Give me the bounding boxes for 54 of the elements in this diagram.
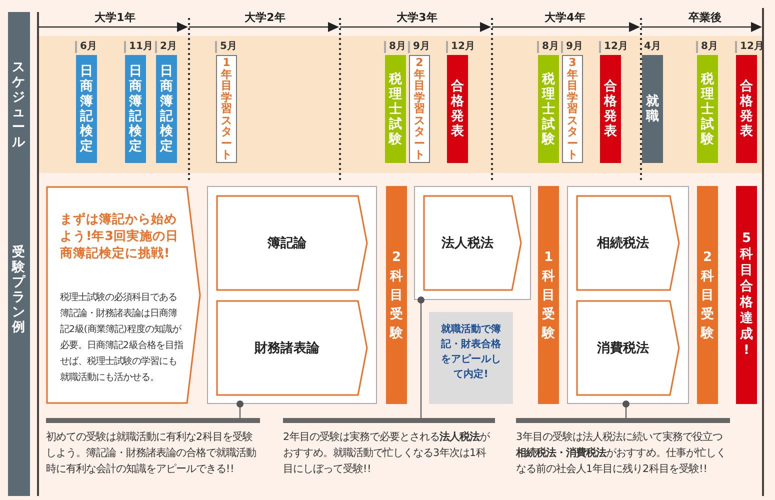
month-label: 12月 — [599, 41, 628, 53]
month-label: 4月 — [643, 41, 661, 53]
exam-box: 日商簿記検定 — [76, 55, 97, 163]
body-text: 税理士試験の必須科目である簿記論・財務諸表論は日商簿記2級(商業簿記)程度の知識が必要。日商簿記2級合格を目指せば、税理士試験の学習にも就職活動にも活かせる。 — [60, 291, 184, 385]
subject-panel — [567, 186, 689, 404]
heading-text: まずは簿記から始めよう!年3回実施の日商簿記検定に挑戦! — [60, 210, 180, 261]
study-start-box: 2年目学習スタート — [409, 55, 430, 163]
leader-line — [418, 296, 424, 418]
note-box: 就職活動で簿記・財表合格をアピールして内定! — [429, 312, 513, 404]
exam-box: 税理士試験 — [385, 55, 406, 163]
result-box: 合格発表 — [736, 55, 757, 163]
exam-box: 日商簿記検定 — [156, 55, 177, 163]
exam-box: 税理士試験 — [697, 55, 718, 163]
exam-box: 税理士試験 — [538, 55, 559, 163]
subject-label: 相続税法 — [596, 235, 650, 252]
result-box: 合格発表 — [600, 55, 621, 163]
note-text: 3年目の受験は法人税法に続いて実務で役立つ相続税法・消費税法がおすすめ。仕事が忙しくなる前の社会人1年目に残り2科目を受験!! — [516, 418, 730, 494]
subject-panel — [207, 186, 377, 404]
job-box: 就職 — [642, 55, 663, 163]
exam-box: 日商簿記検定 — [125, 55, 146, 163]
month-label: 9月 — [561, 41, 583, 53]
note-text: 2年目の受験は実務で必要とされる法人税法がおすすめ。就職活動で忙しくなる3年次は1科目にしぼって受験!! — [283, 418, 495, 494]
period-label: 大学3年 — [396, 10, 438, 25]
goal-bar: 5科目合格達成! — [736, 186, 757, 404]
subject-panel — [414, 186, 531, 300]
month-label: 12月 — [735, 41, 764, 53]
subject-label: 消費税法 — [596, 340, 650, 357]
leader-line — [622, 400, 630, 418]
subject-label: 簿記論 — [266, 235, 308, 252]
month-label: 5月 — [215, 41, 237, 53]
month-label: 8月 — [537, 41, 559, 53]
study-start-box: 3年目学習スタート — [562, 55, 583, 163]
exam-count-bar: 1科目受験 — [538, 186, 559, 404]
exam-count-bar: 2科目受験 — [386, 186, 407, 404]
month-label: 6月 — [75, 41, 97, 53]
month-label: 12月 — [446, 41, 475, 53]
leader-line — [236, 400, 244, 418]
note-text: 初めての受験は就職活動に有利な2科目を受験しよう。簿記論・財務諸表論の合格で就職活動時に有利な会計の知識をアピールできる!! — [46, 418, 260, 494]
period-label: 卒業後 — [688, 10, 722, 25]
period-label: 大学2年 — [244, 10, 286, 25]
result-box: 合格発表 — [447, 55, 468, 163]
period-label: 大学1年 — [94, 10, 136, 25]
month-label: 11月 — [124, 41, 153, 53]
month-label: 2月 — [155, 41, 177, 53]
month-label: 8月 — [384, 41, 406, 53]
period-label: 大学4年 — [544, 10, 586, 25]
subject-label: 財務諸表論 — [253, 340, 320, 357]
row-label: 受験プラン例 — [10, 245, 27, 335]
exam-count-bar: 2科目受験 — [697, 186, 718, 404]
subject-label: 法人税法 — [440, 235, 494, 252]
row-label: スケジュール — [11, 60, 26, 150]
month-label: 9月 — [408, 41, 430, 53]
month-label: 8月 — [696, 41, 718, 53]
study-start-box: 1年目学習スタート — [216, 55, 237, 163]
